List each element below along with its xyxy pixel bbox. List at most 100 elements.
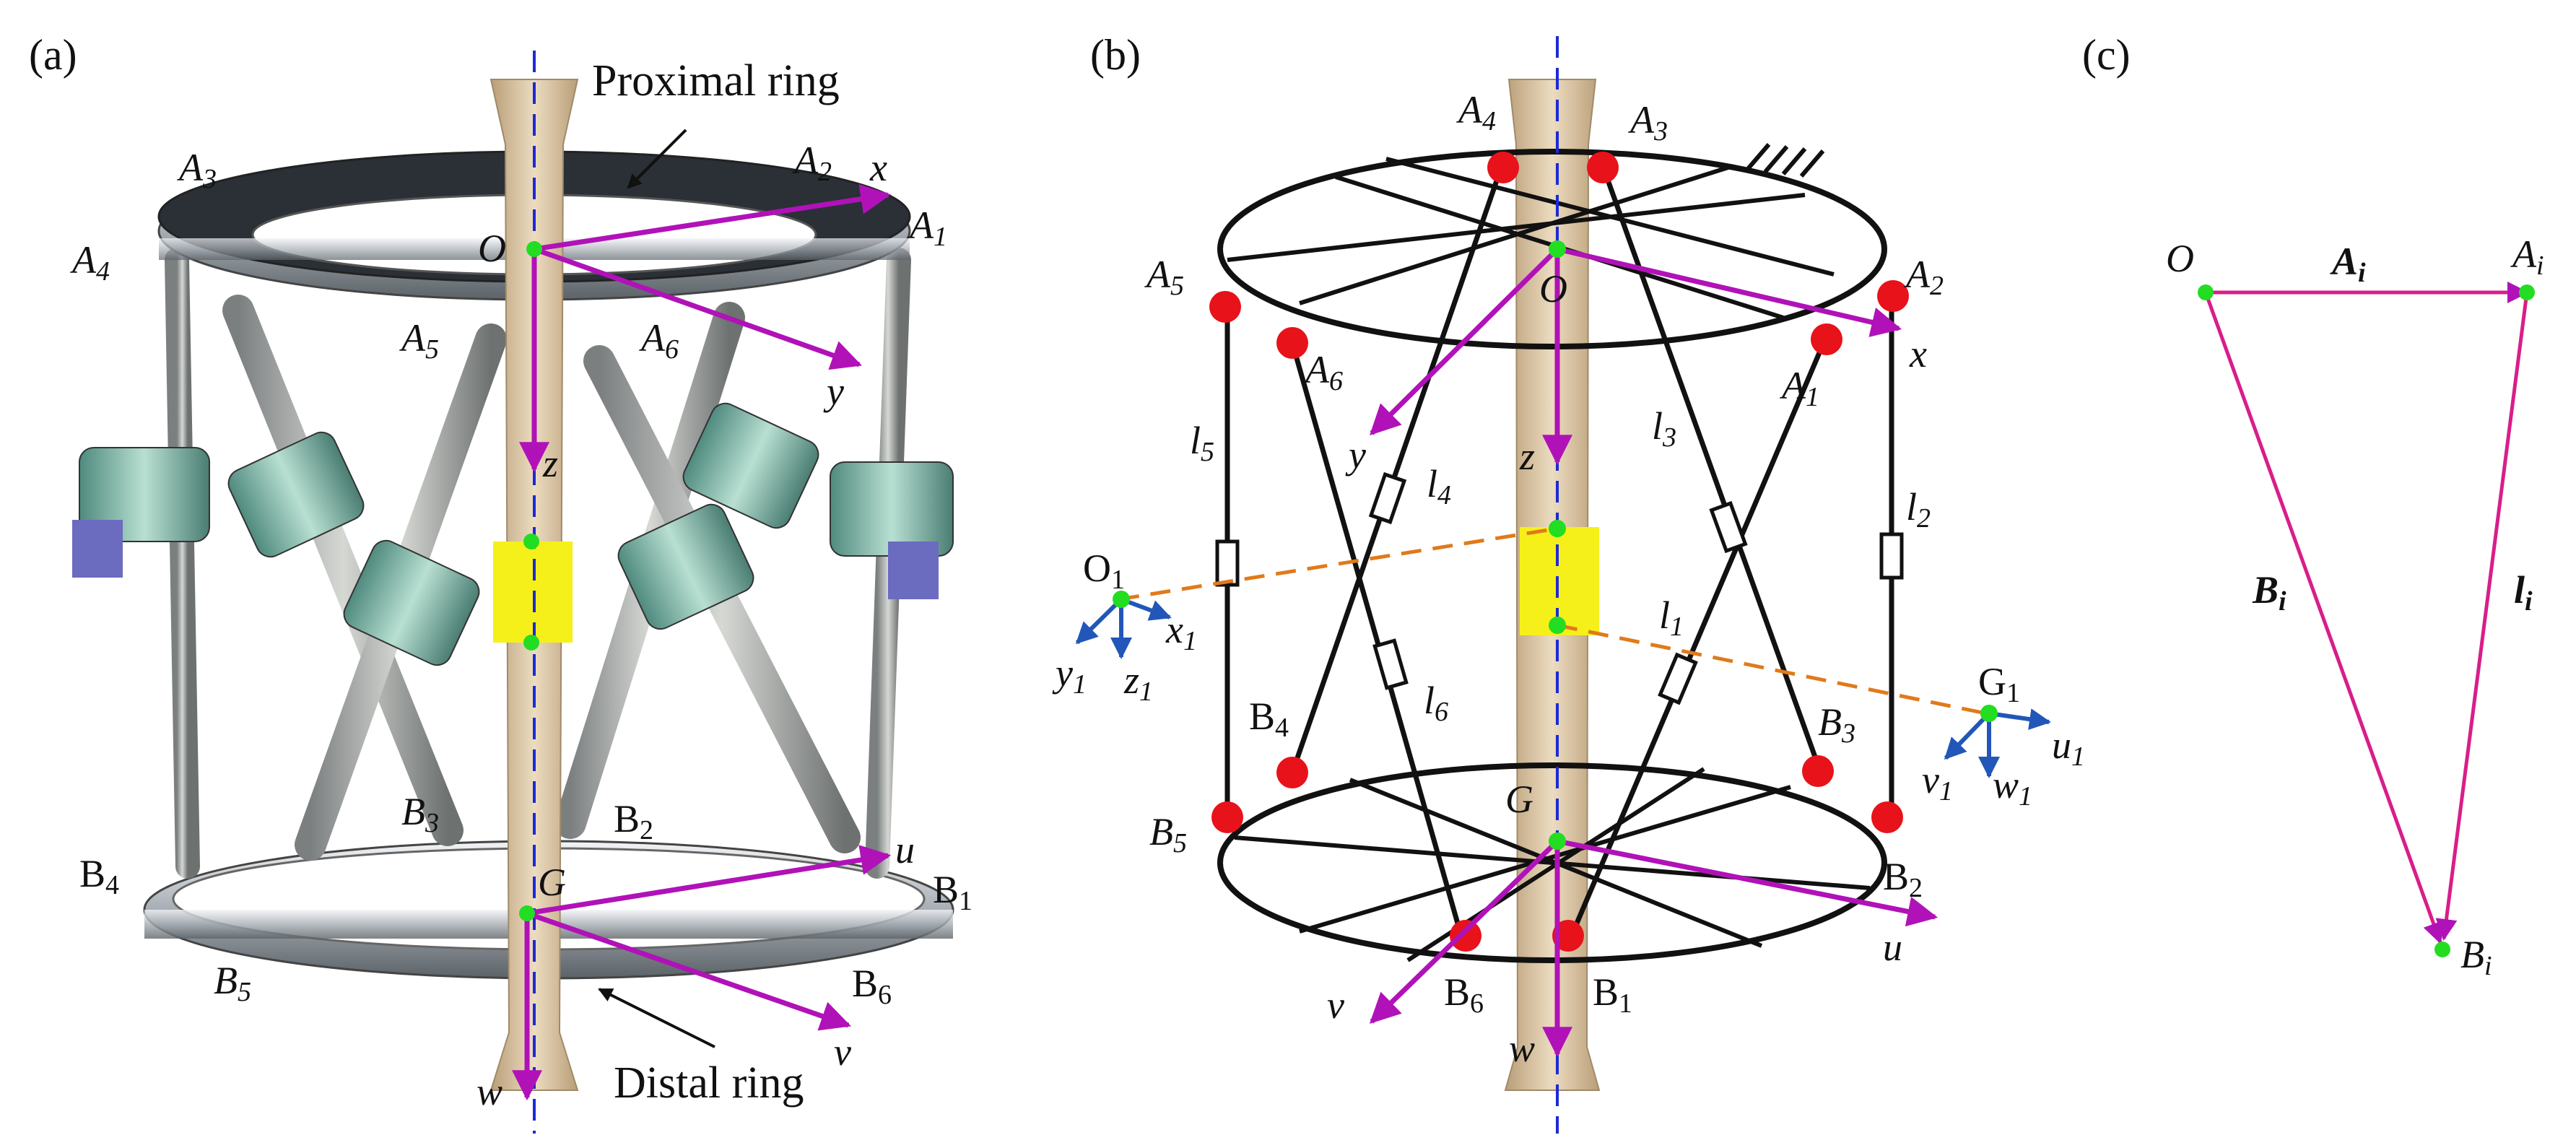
top-ring-b <box>1217 149 1887 349</box>
point-O1 <box>1113 591 1130 608</box>
leg-l3-label: l3 <box>1652 404 1676 453</box>
joint-A6-a: A6 <box>639 316 679 365</box>
point-G-a <box>519 905 535 921</box>
joint-A3-b <box>1587 152 1619 183</box>
joint-A3-label-b: A3 <box>1628 98 1668 147</box>
dash-O1 <box>1118 526 1558 601</box>
origin-G-label-a: G <box>538 861 566 904</box>
vector-B-label: Bi <box>2252 568 2286 617</box>
distal-ring-label: Distal ring <box>614 1058 804 1108</box>
point-B-c <box>2434 942 2450 957</box>
y-label-a: y <box>823 370 844 413</box>
panel-label-b: (b) <box>1090 31 1141 79</box>
joints-b <box>1209 152 1909 952</box>
joint-B6-b <box>1450 920 1481 952</box>
bone-b <box>1504 79 1601 1091</box>
origin-G-label-b: G <box>1505 778 1533 821</box>
point-G1 <box>1980 705 1998 722</box>
u-axis-arrow-a <box>526 845 892 916</box>
joint-B6-label-b: B6 <box>1444 970 1484 1019</box>
frame-O1-label: O1 <box>1083 547 1125 595</box>
joint-A5-label-b: A5 <box>1144 253 1184 301</box>
joint-B3-label-b: B3 <box>1818 700 1855 749</box>
joint-A2-a: A2 <box>792 139 832 187</box>
joint-B2-b <box>1871 801 1903 833</box>
z-label-b: z <box>1519 435 1535 478</box>
panel-b: O G x y z u v w A4 A3 A5 A2 A6 A1 B4 B3 … <box>1052 36 2085 1134</box>
joint-A4-label-b: A4 <box>1456 88 1496 136</box>
joint-A2-b <box>1877 280 1909 312</box>
x-label-b: x <box>1909 332 1927 375</box>
z-label-a: z <box>542 442 558 485</box>
w1-label: w1 <box>1993 763 2032 812</box>
u-label-b: u <box>1883 926 1902 969</box>
joint-A1-label-b: A1 <box>1780 364 1819 412</box>
leg-l6-label: l6 <box>1424 679 1448 727</box>
leg-l1-label: l1 <box>1659 593 1684 642</box>
points-b <box>1113 240 1998 850</box>
u1-label: u1 <box>2052 723 2085 772</box>
vector-A-label: Ai <box>2330 240 2366 288</box>
joint-B4-a: B4 <box>79 852 119 900</box>
bottom-ring-b <box>1217 762 1887 963</box>
x-axis-arrow-a <box>534 183 892 252</box>
z1-label: z1 <box>1123 658 1153 707</box>
y-axis-arrow-b <box>1370 247 1559 435</box>
frame-G1-label: G1 <box>1978 660 2020 708</box>
y-axis-arrow-a <box>533 246 862 370</box>
actuators <box>72 402 954 666</box>
panel-a: Proximal ring Distal ring O G x y z u v … <box>70 51 972 1134</box>
joint-A4-b <box>1487 152 1519 183</box>
vector-l-label: li <box>2514 568 2533 617</box>
ground-hatch <box>1745 143 1825 178</box>
y1-label: y1 <box>1052 651 1087 700</box>
leg-l5-label: l5 <box>1190 419 1214 467</box>
joint-A6-b <box>1276 327 1308 359</box>
distal-ring-leader <box>598 988 715 1048</box>
panel-label-a: (a) <box>29 31 77 79</box>
joint-B5-b <box>1211 801 1243 833</box>
u1-arrow <box>1988 708 2051 730</box>
vector-l-arrow <box>2435 292 2529 941</box>
joint-B5-label-b: B5 <box>1149 810 1187 858</box>
point-O-a <box>526 241 542 257</box>
v-axis-arrow-b <box>1369 839 1559 1024</box>
w-label-a: w <box>477 1070 502 1113</box>
w-label-b: w <box>1509 1027 1535 1070</box>
joint-B4-label-b: B4 <box>1249 695 1289 743</box>
joint-A2-label-b: A2 <box>1904 253 1944 301</box>
point-upper-block-a <box>523 534 539 549</box>
proximal-ring-leader <box>627 129 687 189</box>
point-lower-block-a <box>523 635 539 651</box>
origin-O-label-b: O <box>1539 267 1567 310</box>
point-G-b <box>1549 832 1566 850</box>
x-label-a: x <box>869 146 887 189</box>
v-label-a: v <box>834 1030 851 1074</box>
u-label-a: u <box>895 828 915 871</box>
v1-label: v1 <box>1922 758 1953 806</box>
joint-B4-b <box>1276 757 1308 788</box>
leg-l4 <box>1289 165 1505 774</box>
joint-B2-label-b: B2 <box>1883 855 1923 903</box>
joint-A3-a: A3 <box>177 146 217 194</box>
v-label-b: v <box>1327 983 1344 1027</box>
u-axis-arrow-b <box>1557 838 1938 927</box>
joint-A5-b <box>1209 291 1241 323</box>
point-O-b <box>1549 240 1566 258</box>
leg-l2-label: l2 <box>1906 485 1931 534</box>
panel-c: O Ai Ai Bi li Bi <box>2166 232 2544 981</box>
origin-O-label-c: O <box>2166 237 2194 280</box>
proximal-ring-label: Proximal ring <box>592 56 840 105</box>
y-label-b: y <box>1345 433 1366 477</box>
joint-A5-a: A5 <box>399 316 439 365</box>
leg-l3 <box>1600 165 1822 770</box>
leg-l1 <box>1567 334 1829 940</box>
point-O-c <box>2198 284 2214 300</box>
v-axis-arrow-a <box>526 910 851 1031</box>
joint-B1-a: B1 <box>933 868 972 916</box>
point-upper-block-b <box>1549 520 1566 537</box>
joint-B3-b <box>1802 755 1834 787</box>
x1-label: x1 <box>1165 608 1197 656</box>
point-A-c <box>2519 284 2535 300</box>
